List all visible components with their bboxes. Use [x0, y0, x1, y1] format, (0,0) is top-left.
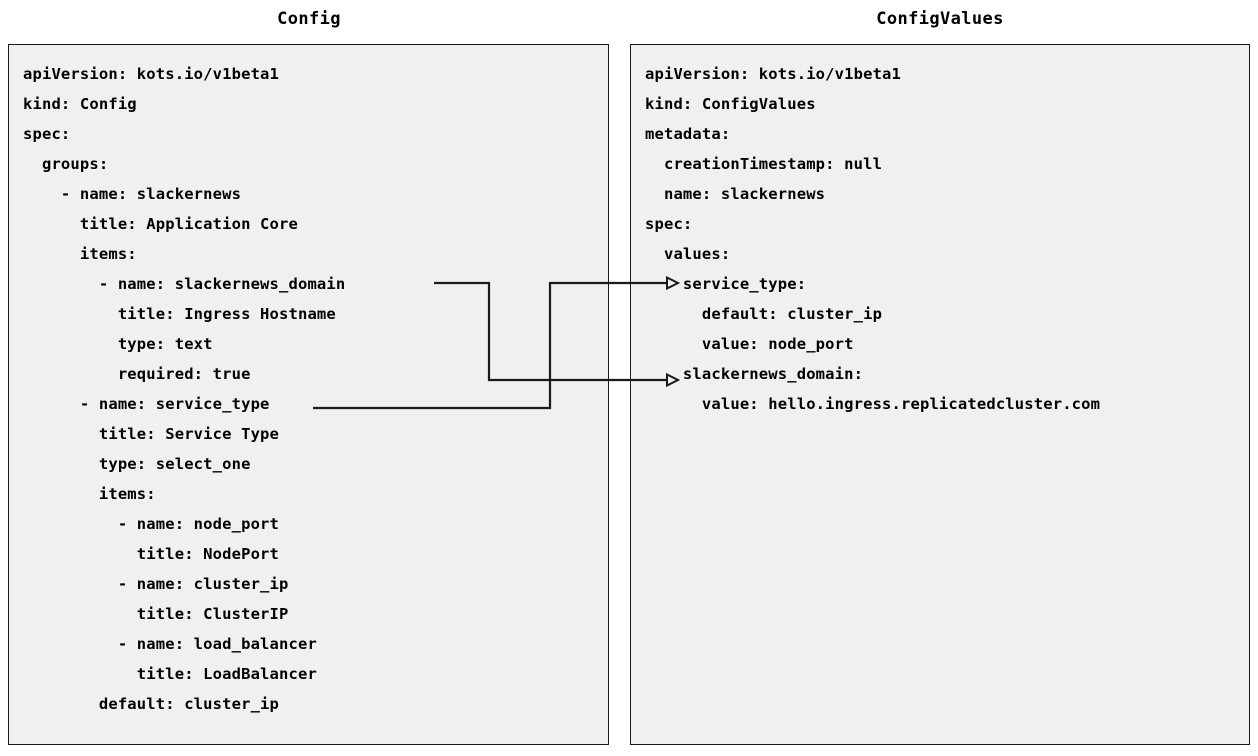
- config-yaml-line-21: default: cluster_ip: [23, 695, 280, 713]
- config-yaml-line-8: title: Ingress Hostname: [23, 305, 336, 323]
- config-yaml-line-19: - name: load_balancer: [23, 635, 317, 653]
- config-yaml-line-9: type: text: [23, 335, 213, 353]
- configvalues-yaml-line-9: value: node_port: [645, 335, 854, 353]
- config-yaml-line-3: groups:: [23, 155, 109, 173]
- configvalues-yaml-line-4: name: slackernews: [645, 185, 826, 203]
- config-yaml-line-15: - name: node_port: [23, 515, 280, 533]
- configvalues-yaml-line-11: value: hello.ingress.replicatedcluster.c…: [645, 395, 1101, 413]
- config-panel-title: Config: [277, 9, 341, 29]
- config-yaml-line-2: spec:: [23, 125, 71, 143]
- configvalues-yaml-line-3: creationTimestamp: null: [645, 155, 883, 173]
- configvalues-yaml-line-6: values:: [645, 245, 731, 263]
- config-yaml-line-14: items:: [23, 485, 156, 503]
- config-yaml-line-18: title: ClusterIP: [23, 605, 289, 623]
- configvalues-yaml-line-1: kind: ConfigValues: [645, 95, 816, 113]
- config-yaml-line-7: - name: slackernews_domain: [23, 275, 346, 293]
- config-panel: apiVersion: kots.io/v1beta1 kind: Config s…: [8, 44, 609, 745]
- config-yaml-line-0: apiVersion: kots.io/v1beta1: [23, 65, 280, 83]
- config-yaml-line-13: type: select_one: [23, 455, 251, 473]
- config-yaml-block: apiVersion: kots.io/v1beta1 kind: Config s…: [9, 45, 345, 719]
- configvalues-yaml-line-7: service_type:: [645, 275, 807, 293]
- configvalues-yaml-block: apiVersion: kots.io/v1beta1 kind: ConfigV…: [631, 45, 1100, 419]
- config-yaml-line-5: title: Application Core: [23, 215, 298, 233]
- config-yaml-line-6: items:: [23, 245, 137, 263]
- configvalues-yaml-line-2: metadata:: [645, 125, 731, 143]
- configvalues-panel: apiVersion: kots.io/v1beta1 kind: ConfigV…: [630, 44, 1250, 745]
- config-yaml-line-17: - name: cluster_ip: [23, 575, 289, 593]
- configvalues-panel-title: ConfigValues: [876, 9, 1004, 29]
- config-yaml-line-4: - name: slackernews: [23, 185, 242, 203]
- config-yaml-line-16: title: NodePort: [23, 545, 280, 563]
- config-yaml-line-11: - name: service_type: [23, 395, 270, 413]
- configvalues-yaml-line-5: spec:: [645, 215, 693, 233]
- configvalues-yaml-line-10: slackernews_domain:: [645, 365, 864, 383]
- config-yaml-line-20: title: LoadBalancer: [23, 665, 317, 683]
- configvalues-yaml-line-0: apiVersion: kots.io/v1beta1: [645, 65, 902, 83]
- config-yaml-line-1: kind: Config: [23, 95, 137, 113]
- configvalues-yaml-line-8: default: cluster_ip: [645, 305, 883, 323]
- config-yaml-line-12: title: Service Type: [23, 425, 280, 443]
- config-yaml-line-10: required: true: [23, 365, 251, 383]
